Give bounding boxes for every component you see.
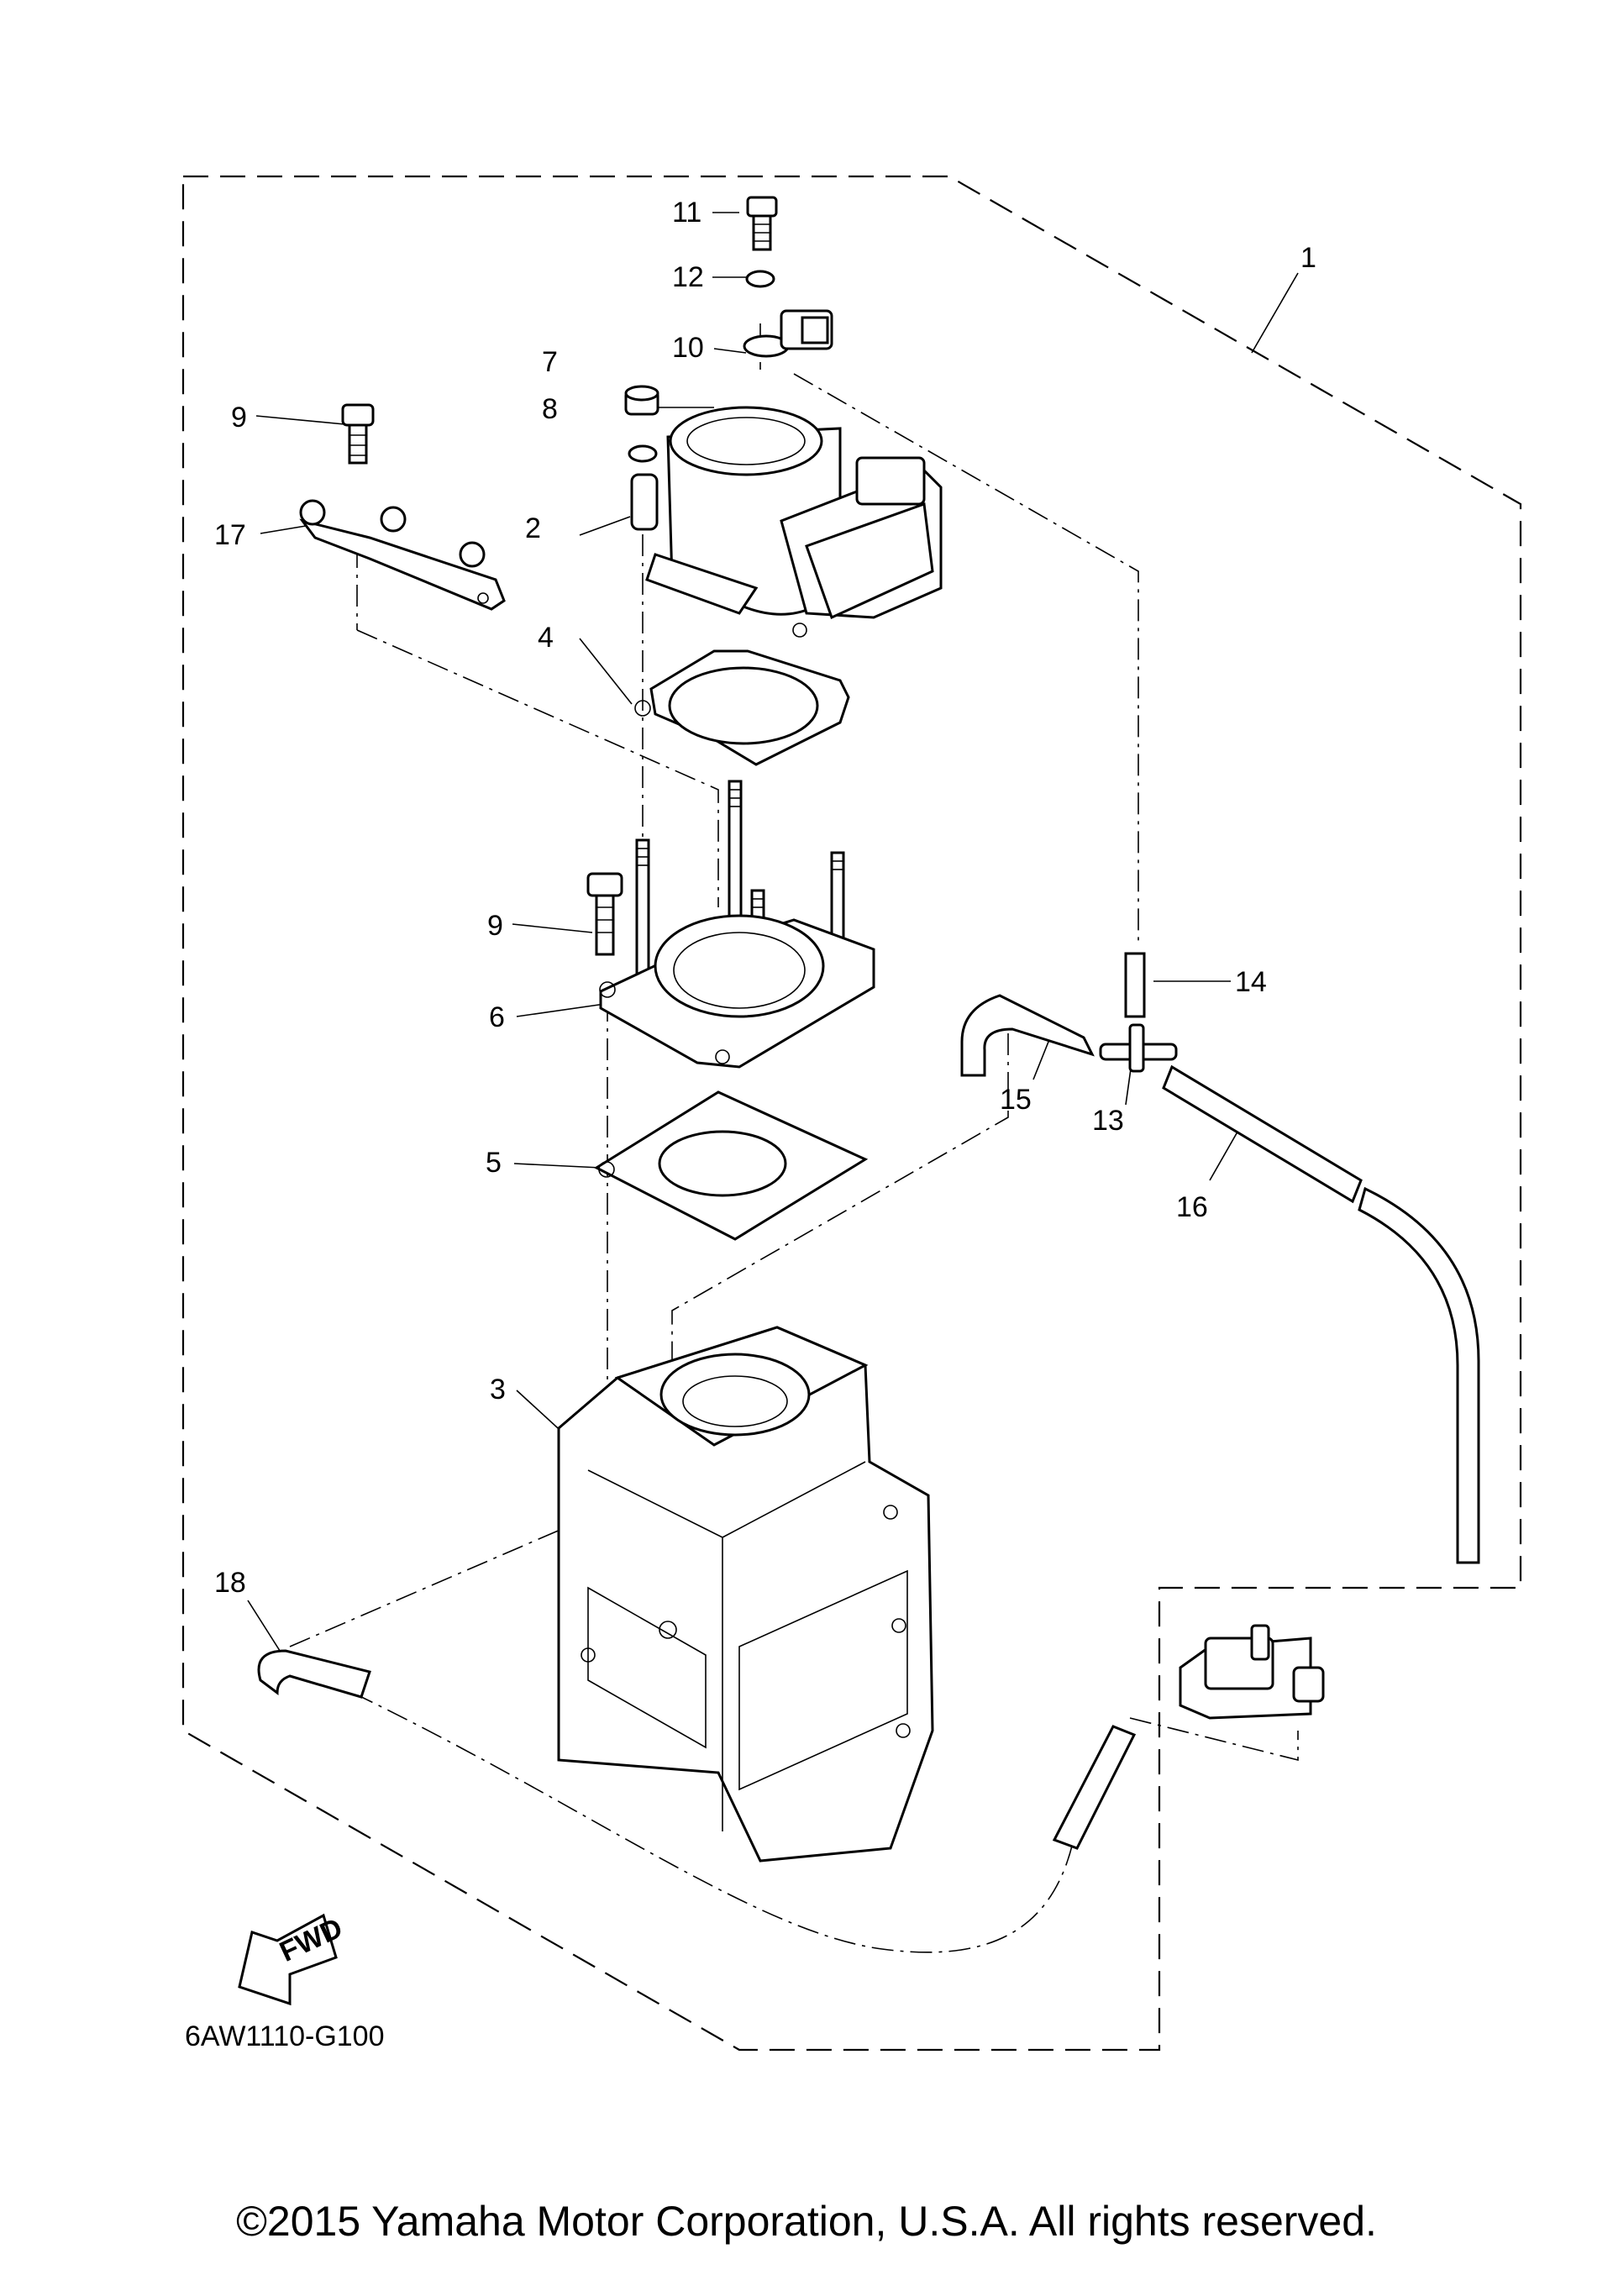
alignment-lines bbox=[289, 323, 1299, 1953]
copyright-notice: ©2015 Yamaha Motor Corporation, U.S.A. A… bbox=[236, 2198, 1377, 2245]
callout-label: 3 bbox=[490, 1374, 506, 1405]
lower-hose bbox=[1052, 1725, 1137, 1850]
hose-16 bbox=[1162, 1064, 1480, 1564]
callout-label: 18 bbox=[214, 1567, 246, 1599]
callout-label: 4 bbox=[538, 622, 554, 654]
callout-label: 2 bbox=[525, 512, 541, 544]
callout-label: 17 bbox=[214, 519, 246, 551]
bolt-11 bbox=[746, 196, 778, 251]
callout-label: 6 bbox=[489, 1001, 505, 1033]
callout-label: 8 bbox=[542, 393, 558, 425]
callout-label: 13 bbox=[1092, 1105, 1124, 1137]
tee-fitting-13 bbox=[1099, 1023, 1178, 1073]
hose-18 bbox=[257, 1649, 371, 1699]
callout-label: 15 bbox=[1000, 1084, 1032, 1116]
washer-8 bbox=[628, 444, 658, 463]
bracket-17 bbox=[299, 499, 506, 611]
diagram-code: 6AW1110-G100 bbox=[185, 2020, 385, 2052]
callout-label: 16 bbox=[1176, 1191, 1208, 1223]
bolt-9-mid bbox=[586, 872, 623, 956]
callout-label: 9 bbox=[231, 402, 247, 433]
bolt-9-top bbox=[341, 403, 375, 465]
gasket-4 bbox=[634, 649, 850, 766]
throttle-body-2 bbox=[630, 406, 943, 638]
callout-label: 12 bbox=[672, 261, 704, 293]
callout-labels: 1 2 3 4 5 6 7 8 9 9 10 11 12 13 14 15 16… bbox=[214, 197, 1316, 1599]
intake-manifold-3 bbox=[557, 1326, 934, 1863]
fwd-arrow-icon: FWD bbox=[238, 1912, 347, 2006]
callout-label: 14 bbox=[1235, 966, 1267, 998]
washer-12 bbox=[745, 270, 775, 288]
sensor-10 bbox=[743, 309, 833, 358]
nut-7 bbox=[624, 385, 659, 416]
callout-label: 10 bbox=[672, 332, 704, 364]
callout-label: 5 bbox=[486, 1147, 502, 1179]
hose-15 bbox=[960, 994, 1095, 1077]
gasket-5 bbox=[593, 1090, 869, 1241]
solenoid-valve bbox=[1179, 1624, 1325, 1720]
joint-14 bbox=[1124, 952, 1146, 1018]
assembly-boundary bbox=[181, 175, 1522, 2052]
adapter-6 bbox=[599, 914, 875, 1069]
callout-label: 9 bbox=[487, 910, 503, 942]
callout-label: 7 bbox=[542, 346, 558, 378]
callout-label: 11 bbox=[672, 197, 701, 229]
callout-label: 1 bbox=[1300, 242, 1316, 274]
